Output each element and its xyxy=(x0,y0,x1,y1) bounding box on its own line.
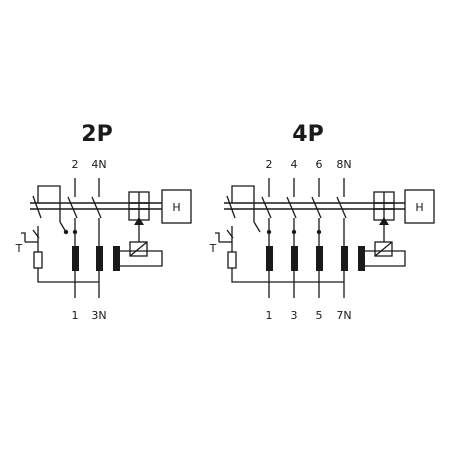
bottom-terminal-2p-2: 3N xyxy=(91,309,106,322)
test-loop-2p xyxy=(37,185,67,233)
junction-2p-a xyxy=(63,229,69,235)
test-label-4p: T xyxy=(209,242,217,255)
sense-coil-4p xyxy=(358,246,365,271)
bottom-terminal-4p-2: 3 xyxy=(291,309,298,322)
test-button-2p xyxy=(21,232,26,242)
switch-4p-4 xyxy=(336,196,347,219)
device-label-4p: H xyxy=(415,201,423,214)
bottom-terminal-4p-1: 1 xyxy=(266,309,273,322)
relay-arrow-2p xyxy=(134,217,144,225)
title-4p: 4P xyxy=(292,122,323,147)
bottom-terminal-2p-1: 1 xyxy=(72,309,79,322)
bottom-terminal-4p-3: 5 xyxy=(316,309,323,322)
switch-4p-1 xyxy=(261,196,272,219)
switch-2p-2 xyxy=(91,196,102,219)
test-return-2p xyxy=(37,268,99,283)
relay-box-4p xyxy=(365,250,406,267)
test-label-2p: T xyxy=(15,242,23,255)
device-box-4p xyxy=(404,189,435,224)
top-terminal-2p-1: 2 xyxy=(72,158,79,171)
title-2p: 2P xyxy=(81,122,112,147)
toroid-coil-4p-2 xyxy=(291,246,298,271)
test-switch-4p xyxy=(226,229,234,239)
diagram-2p: 2P 2 4N T xyxy=(15,122,192,322)
toroid-coil-4p-3 xyxy=(316,246,323,271)
relay-arrow-4p xyxy=(379,217,389,225)
top-terminal-4p-2: 4 xyxy=(291,158,298,171)
test-switch-2p xyxy=(32,229,40,239)
test-return-4p xyxy=(231,268,344,283)
test-button-4p xyxy=(215,232,220,242)
relay-box-2p xyxy=(120,250,163,267)
device-label-2p: H xyxy=(172,201,180,214)
diagram-4p: 4P 2 4 6 8N T xyxy=(209,122,435,322)
toroid-coil-4p-4 xyxy=(341,246,348,271)
test-loop-4p xyxy=(231,185,261,233)
top-terminal-4p-4: 8N xyxy=(336,158,351,171)
switch-test-4p xyxy=(226,195,236,219)
top-terminal-2p-2: 4N xyxy=(91,158,106,171)
switch-4p-2 xyxy=(286,196,297,219)
switch-4p-3 xyxy=(311,196,322,219)
toroid-coil-2p-1 xyxy=(72,246,79,271)
relay-diagonal-4p xyxy=(374,241,393,257)
top-terminal-4p-1: 2 xyxy=(266,158,273,171)
top-terminal-4p-3: 6 xyxy=(316,158,323,171)
bottom-terminal-4p-4: 7N xyxy=(336,309,351,322)
switch-2p-1 xyxy=(67,196,78,219)
test-resistor-2p xyxy=(33,251,43,269)
switch-test-2p xyxy=(32,195,42,219)
toroid-coil-4p-1 xyxy=(266,246,273,271)
toroid-coil-2p-2 xyxy=(96,246,103,271)
relay-diagonal-2p xyxy=(129,241,148,257)
test-resistor-4p xyxy=(227,251,237,269)
sense-coil-2p xyxy=(113,246,120,271)
device-box-2p xyxy=(161,189,192,224)
